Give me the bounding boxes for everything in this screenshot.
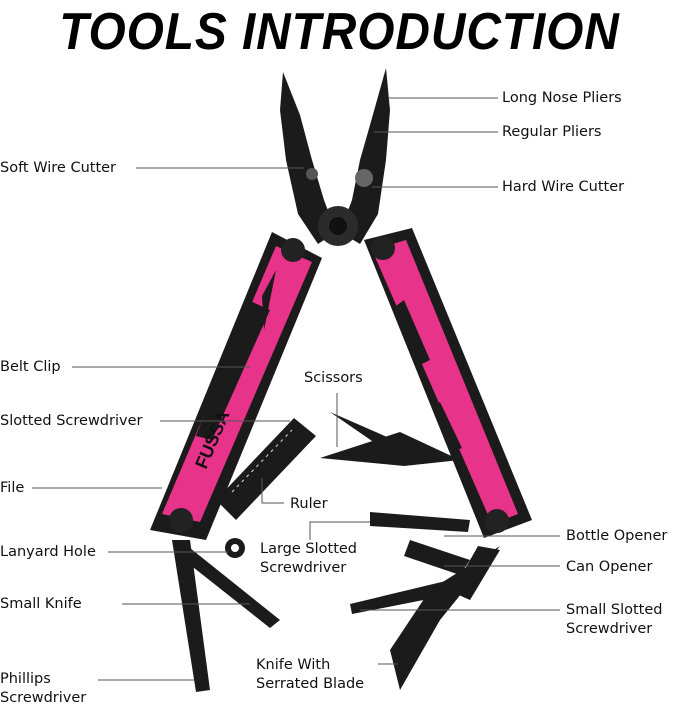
page-title: TOOLS INTRODUCTION <box>59 3 620 61</box>
label-small-knife: Small Knife <box>0 596 82 612</box>
label-soft-wire-cutter: Soft Wire Cutter <box>0 160 117 176</box>
left-handle: FUSSA <box>150 232 322 540</box>
label-slotted-screwdriver: Slotted Screwdriver <box>0 413 143 429</box>
label-hard-wire-cutter: Hard Wire Cutter <box>502 179 625 195</box>
label-lanyard-hole: Lanyard Hole <box>0 544 96 560</box>
label-small-slotted-screwdriver-line1: Small Slotted <box>566 602 663 618</box>
label-ruler: Ruler <box>290 496 328 512</box>
label-large-slotted-screwdriver-line2: Screwdriver <box>260 560 347 576</box>
label-can-opener: Can Opener <box>566 559 653 575</box>
scissors-tool <box>320 412 460 466</box>
label-small-slotted-screwdriver-line2: Screwdriver <box>566 621 653 637</box>
leader-lines <box>32 97 560 681</box>
label-knife-serrated-line1: Knife With <box>256 657 331 673</box>
label-long-nose-pliers: Long Nose Pliers <box>502 90 622 106</box>
right-handle <box>364 228 532 538</box>
pliers-jaws <box>280 68 390 246</box>
label-scissors: Scissors <box>304 370 363 386</box>
label-regular-pliers: Regular Pliers <box>502 124 602 140</box>
label-bottle-opener: Bottle Opener <box>566 528 668 544</box>
label-phillips-screwdriver-line1: Phillips <box>0 671 51 687</box>
label-large-slotted-screwdriver-line1: Large Slotted <box>260 541 358 557</box>
label-file: File <box>0 480 25 496</box>
right-bottom-tools <box>350 512 500 690</box>
ruler-tool <box>216 418 316 520</box>
label-knife-serrated-line2: Serrated Blade <box>256 676 365 692</box>
label-belt-clip: Belt Clip <box>0 359 61 375</box>
label-phillips-screwdriver-line2: Screwdriver <box>0 690 87 706</box>
left-bottom-tools <box>172 538 280 692</box>
